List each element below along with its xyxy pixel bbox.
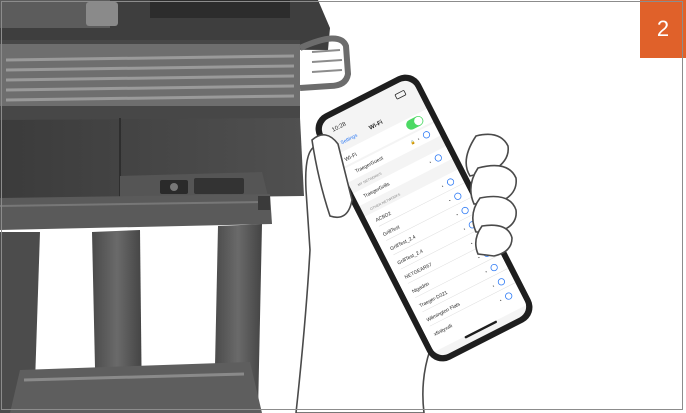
step-number-badge: 2 — [640, 0, 686, 58]
grill — [0, 0, 348, 413]
